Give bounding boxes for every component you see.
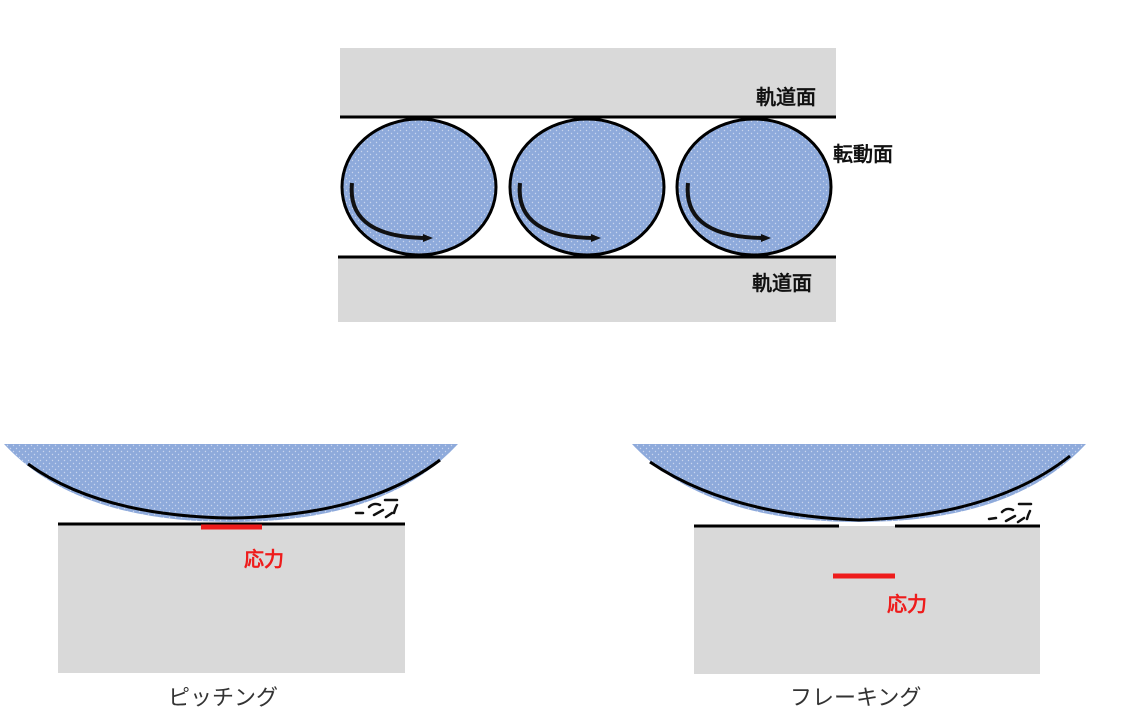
rotation-arrow-icon: [349, 182, 433, 242]
flaking-diagram: 応力 フレーキング: [632, 444, 1086, 711]
rotation-arrow-icon: [685, 182, 771, 242]
lower-raceway-label: 軌道面: [752, 271, 812, 295]
roller-bearing-diagram: 軌道面 転動面 軌道面: [338, 48, 893, 322]
roller-2: [508, 117, 666, 257]
pitching-stress-label: 応力: [244, 547, 284, 571]
flaking-roller-outline: [649, 454, 1071, 522]
upper-raceway: [340, 48, 836, 117]
pitching-race: [58, 524, 405, 673]
pitching-diagram: 応力 ピッチング: [4, 444, 458, 711]
pitching-caption: ピッチング: [168, 686, 278, 711]
flaking-stress-label: 応力: [887, 592, 927, 616]
roller-3: [675, 117, 833, 257]
flaking-debris-icon: [987, 502, 1033, 524]
roller-1: [340, 117, 498, 257]
flaking-caption: フレーキング: [790, 686, 921, 711]
pitching-roller: [4, 444, 458, 522]
pitching-roller-outline: [27, 458, 441, 520]
flaking-race: [694, 526, 1040, 674]
rotation-arrow-icon: [517, 182, 601, 242]
rolling-surface-label: 転動面: [833, 142, 893, 166]
pitching-debris-icon: [354, 498, 399, 519]
flaking-roller: [632, 444, 1086, 522]
upper-raceway-label: 軌道面: [756, 85, 816, 109]
lower-raceway: [338, 257, 836, 322]
